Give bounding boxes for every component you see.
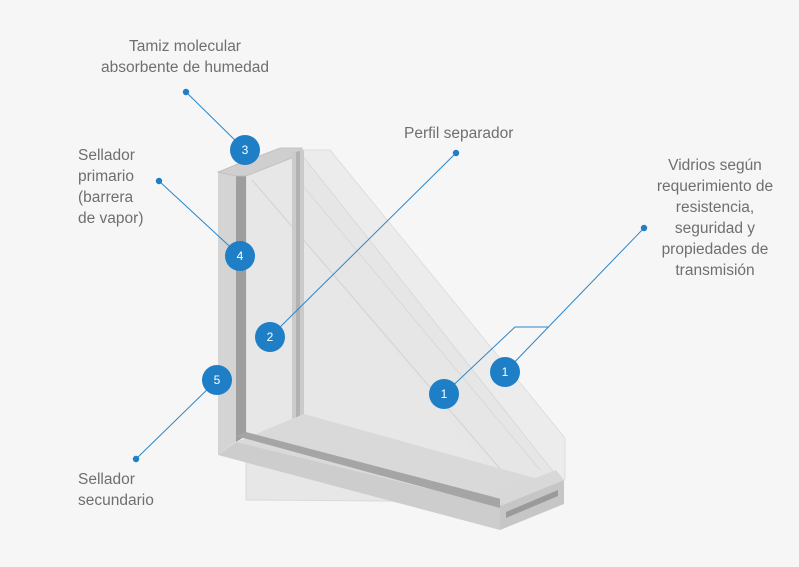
badge-number: 3: [242, 143, 249, 157]
badge-number: 2: [267, 330, 274, 344]
badge-number: 1: [502, 365, 509, 379]
badge-5: 5: [202, 365, 232, 395]
badge-circle: [255, 322, 285, 352]
frame-bottom-top: [236, 414, 556, 506]
leader-dot: [452, 149, 460, 157]
frame-end-slot: [506, 490, 558, 518]
leader-line-1a: [443, 326, 548, 395]
leader-dot: [640, 224, 648, 232]
label-sellador-secundario: Sellador secundario: [78, 471, 154, 509]
label-tamiz-molecular: Tamiz molecular absorbente de humedad: [100, 38, 270, 76]
badge-circle: [202, 365, 232, 395]
badge-1-inner: 1: [429, 379, 459, 409]
badge-1-outer: 1: [490, 357, 520, 387]
badge-number: 5: [214, 373, 221, 387]
leader-line-2: [269, 152, 457, 338]
leader-dot: [155, 177, 163, 185]
leader-dot: [132, 455, 140, 463]
badge-number: 4: [237, 249, 244, 263]
frame-bottom-strip: [236, 432, 505, 508]
badge-circle: [429, 379, 459, 409]
leader-line-5: [135, 379, 218, 460]
leader-line-4: [158, 180, 241, 257]
label-vidrios: Vidrios según requerimiento de resistenc…: [656, 157, 774, 279]
leader-dots: [132, 88, 648, 463]
label-perfil-separador: Perfil separador: [404, 125, 514, 142]
badge-circle: [490, 357, 520, 387]
glass-edge-line: [297, 179, 541, 471]
frame-vertical-face: [218, 163, 238, 455]
badge-2: 2: [255, 322, 285, 352]
badge-number: 1: [441, 387, 448, 401]
badge-circle: [225, 241, 255, 271]
leader-line-1b: [504, 227, 645, 373]
badge-circle: [230, 135, 260, 165]
badge-3: 3: [230, 135, 260, 165]
badge-4: 4: [225, 241, 255, 271]
leader-dot: [182, 88, 190, 96]
frame-end-top: [500, 470, 564, 506]
label-sellador-primario: Sellador primario (barrera de vapor): [78, 147, 144, 227]
frame-bottom-front: [218, 442, 500, 530]
secondary-sealant-band: [236, 168, 246, 442]
spacer-vertical-shadow: [296, 151, 300, 421]
